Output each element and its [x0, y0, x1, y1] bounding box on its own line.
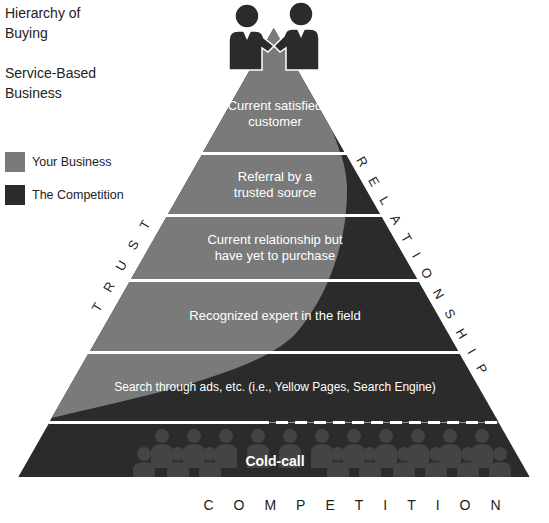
- legend-label: The Competition: [32, 188, 124, 202]
- crowd-person: [359, 447, 381, 486]
- crowd-person: [393, 447, 415, 486]
- subtitle: Service-Based Business: [5, 63, 123, 103]
- pyramid-band: Current satisfied customer: [203, 28, 344, 152]
- shirt-collar: [243, 31, 251, 40]
- axis-label: RELATIONSHIP: [347, 142, 496, 388]
- competition-fill: [18, 423, 530, 478]
- crowd-person: [215, 429, 237, 468]
- legend-swatch: [5, 152, 25, 172]
- crowd-person: [343, 429, 365, 468]
- band-label: Current relationship but have yet to pur…: [200, 232, 350, 264]
- person-head: [235, 4, 259, 28]
- pyramid-band: Recognized expert in the field: [90, 282, 458, 351]
- person-body: [229, 31, 274, 70]
- crowd-person: [375, 429, 397, 468]
- band-label: Recognized expert in the field: [145, 308, 405, 324]
- crowd-person: [133, 447, 155, 486]
- pyramid-band: Referral by a trusted source: [168, 155, 380, 214]
- band-divider: [49, 421, 257, 424]
- crowd-person: [327, 447, 349, 486]
- pyramid-band: Current relationship but have yet to pur…: [131, 217, 417, 279]
- dashed-divider: [257, 421, 499, 424]
- band-shape: [168, 155, 380, 214]
- band-label: Referral by a trusted source: [225, 169, 325, 201]
- legend-swatch: [5, 185, 25, 205]
- pyramid-band: Cold-call: [18, 423, 530, 478]
- your-business-fill: [168, 155, 347, 214]
- your-business-fill: [203, 28, 344, 152]
- crowd-person: [247, 429, 269, 468]
- crowd-person: [199, 447, 221, 486]
- crowd-person: [151, 429, 173, 468]
- crowd-person: [183, 429, 205, 468]
- shirt-collar: [297, 29, 305, 38]
- diagram-title: Hierarchy of Buying: [5, 3, 97, 43]
- person-head: [289, 2, 313, 26]
- crowd-person: [457, 447, 479, 486]
- axis-label: TRUST: [82, 205, 160, 327]
- band-label: Search through ads, etc. (i.e., Yellow P…: [65, 380, 485, 395]
- crowd-person: [489, 447, 511, 486]
- crowd-person: [311, 429, 333, 468]
- pyramid-band: Search through ads, etc. (i.e., Yellow P…: [49, 354, 499, 423]
- band-label: Cold-call: [205, 453, 345, 470]
- legend-label: Your Business: [32, 155, 111, 169]
- person-body: [274, 29, 319, 70]
- axis-label: COMPETITION: [183, 498, 520, 512]
- crowd-person: [439, 429, 461, 468]
- crowd: [133, 429, 511, 486]
- crowd-person: [167, 447, 189, 486]
- crowd-person: [425, 447, 447, 486]
- crowd-person: [407, 429, 429, 468]
- band-label: Current satisfied customer: [215, 98, 335, 130]
- band-shape: [203, 28, 344, 152]
- handshake-figures: [229, 2, 319, 70]
- crowd-person: [279, 429, 301, 468]
- crowd-person: [471, 429, 493, 468]
